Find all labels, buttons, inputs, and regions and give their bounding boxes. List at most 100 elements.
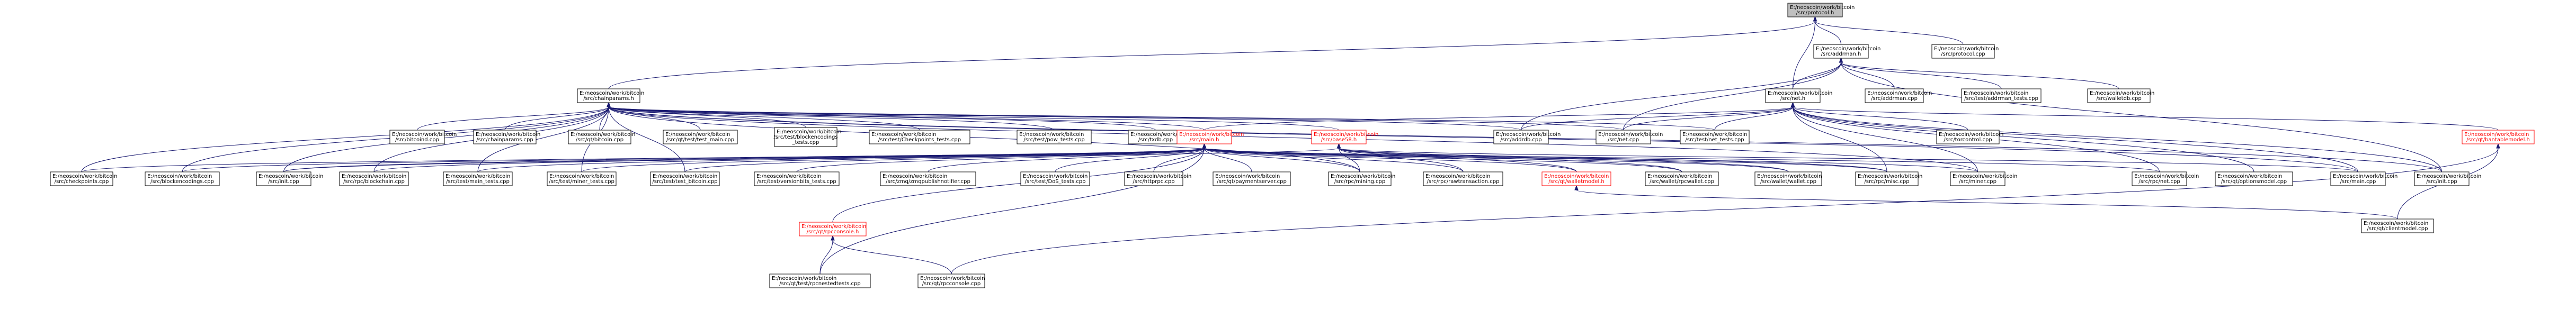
node-label-line: E:/neoscoin/work/bitcoin <box>1757 174 1822 179</box>
edge-line <box>608 106 1360 172</box>
node-label-line: /src/init.cpp <box>268 179 299 185</box>
node-label-line: /src/txdb.cpp <box>1138 137 1173 143</box>
node-box <box>2132 171 2187 186</box>
graph-node-rpcconsole-h[interactable]: E:/neoscoin/work/bitcoin/src/qt/rpcconso… <box>799 222 867 236</box>
node-box <box>1936 130 2000 144</box>
node-box <box>1645 171 1719 186</box>
edge-line <box>1793 106 2442 172</box>
graph-node-base58-h[interactable]: E:/neoscoin/work/bitcoin/src/base58.h <box>1311 130 1378 144</box>
edge-line <box>1339 148 1789 172</box>
edge-addrman_h-to-protocol_h <box>1813 16 1841 45</box>
graph-node-qt-optionsmodel[interactable]: E:/neoscoin/work/bitcoin/src/qt/optionsm… <box>2215 171 2293 186</box>
node-box <box>2087 88 2151 103</box>
edge-line <box>608 21 1815 89</box>
graph-node-torcontrol-cpp[interactable]: E:/neoscoin/work/bitcoin/src/torcontrol.… <box>1936 130 2003 144</box>
graph-node-qt-clientmodel[interactable]: E:/neoscoin/work/bitcoin/src/qt/clientmo… <box>2361 218 2434 233</box>
graph-node-qt-paymentserver[interactable]: E:/neoscoin/work/bitcoin/src/qt/payments… <box>1213 171 1291 186</box>
edge-addrdb_cpp-to-net_h <box>1521 102 1795 131</box>
graph-node-txdb-cpp[interactable]: E:/neoscoin/work/bitcoin/src/txdb.cpp <box>1128 130 1195 144</box>
node-box <box>1765 88 1821 103</box>
edge-line <box>1793 106 1887 172</box>
graph-node-addrman-tests[interactable]: E:/neoscoin/work/bitcoin/src/test/addrma… <box>1961 88 2042 103</box>
edge-arrowhead <box>1202 143 1207 149</box>
graph-node-rpc-blockchain-cpp[interactable]: E:/neoscoin/work/bitcoin/src/rpc/blockch… <box>339 171 409 186</box>
node-label-line: E:/neoscoin/work/bitcoin <box>871 132 936 138</box>
edge-qt_rpcnested-to-main_h <box>819 143 1207 275</box>
node-box <box>799 222 867 236</box>
edge-line <box>819 240 833 275</box>
graph-node-net-tests[interactable]: E:/neoscoin/work/bitcoin/src/test/net_te… <box>1680 130 1750 144</box>
graph-node-protocol-cpp[interactable]: E:/neoscoin/work/bitcoin/src/protocol.cp… <box>1931 44 1999 59</box>
graph-node-test-bitcoin[interactable]: E:/neoscoin/work/bitcoin/src/test/test_b… <box>650 171 720 186</box>
node-box <box>1950 171 2005 186</box>
node-label-line: E:/neoscoin/work/bitcoin <box>1934 46 1999 52</box>
node-label-line: /src/qt/optionsmodel.cpp <box>2221 179 2287 185</box>
edge-line <box>608 106 1978 172</box>
node-box <box>568 130 631 144</box>
edge-line <box>1793 106 1968 131</box>
graph-node-wallet-cpp[interactable]: E:/neoscoin/work/bitcoin/src/wallet/wall… <box>1754 171 1822 186</box>
edge-line <box>1841 62 1895 89</box>
graph-node-blockencodings-cpp[interactable]: E:/neoscoin/work/bitcoin/src/blockencodi… <box>145 171 220 186</box>
graph-node-miner-tests[interactable]: E:/neoscoin/work/bitcoin/src/test/miner_… <box>547 171 617 186</box>
graph-node-protocol-h[interactable]: E:/neoscoin/work/bitcoin/src/protocol.h <box>1787 3 1855 17</box>
graph-node-qt-bitcoin-cpp[interactable]: E:/neoscoin/work/bitcoin/src/qt/bitcoin.… <box>568 130 635 144</box>
graph-node-walletmodel-h[interactable]: E:/neoscoin/work/bitcoin/src/qt/walletmo… <box>1541 171 1611 186</box>
node-box <box>1017 130 1092 144</box>
graph-node-net-cpp[interactable]: E:/neoscoin/work/bitcoin/src/net.cpp <box>1595 130 1663 144</box>
graph-node-net-h[interactable]: E:/neoscoin/work/bitcoin/src/net.h <box>1765 88 1832 103</box>
graph-node-addrman-cpp[interactable]: E:/neoscoin/work/bitcoin/src/addrman.cpp <box>1865 88 1932 103</box>
graph-node-main-h[interactable]: E:/neoscoin/work/bitcoin/src/main.h <box>1176 130 1244 144</box>
node-label-line: /src/qt/test/test_main.cpp <box>666 137 734 143</box>
node-label-line: /src/qt/bitcoin.cpp <box>576 137 623 143</box>
node-box <box>2215 171 2293 186</box>
graph-node-chainparams-h[interactable]: E:/neoscoin/work/bitcoin/src/chainparams… <box>577 88 644 103</box>
node-box <box>473 130 537 144</box>
graph-node-rpc-net-cpp[interactable]: E:/neoscoin/work/bitcoin/src/rpc/net.cpp <box>2132 171 2199 186</box>
graph-node-qt-rpcnested[interactable]: E:/neoscoin/work/bitcoin/src/qt/test/rpc… <box>769 274 871 288</box>
graph-node-init-cpp2[interactable]: E:/neoscoin/work/bitcoin/src/init.cpp <box>2414 171 2481 186</box>
graph-node-chainparams-cpp[interactable]: E:/neoscoin/work/bitcoin/src/chainparams… <box>473 130 540 144</box>
node-label-line: /src/miner.cpp <box>1959 179 1996 185</box>
graph-node-dos-tests[interactable]: E:/neoscoin/work/bitcoin/src/test/DoS_te… <box>1020 171 1090 186</box>
node-label-line: /src/torcontrol.cpp <box>1944 137 1992 143</box>
node-label-line: E:/neoscoin/work/bitcoin <box>2134 174 2199 179</box>
graph-node-rpc-rawtransaction[interactable]: E:/neoscoin/work/bitcoin/src/rpc/rawtran… <box>1423 171 1503 186</box>
graph-node-bantablemodel-h[interactable]: E:/neoscoin/work/bitcoin/src/qt/bantable… <box>2462 130 2535 144</box>
graph-node-qt-rpcconsole-cpp[interactable]: E:/neoscoin/work/bitcoin/src/qt/rpcconso… <box>917 274 985 288</box>
graph-node-versionbits-tests[interactable]: E:/neoscoin/work/bitcoin/src/test/versio… <box>754 171 840 186</box>
graph-node-checkpoints-cpp[interactable]: E:/neoscoin/work/bitcoin/src/checkpoints… <box>50 171 117 186</box>
graph-node-checkpoints-tests[interactable]: E:/neoscoin/work/bitcoin/src/test/Checkp… <box>869 130 970 144</box>
graph-node-zmq-notifier[interactable]: E:/neoscoin/work/bitcoin/src/zmq/zmqpubl… <box>880 171 976 186</box>
edge-line <box>1204 148 1464 172</box>
edge-line <box>1793 106 2254 172</box>
graph-node-httprpc-cpp[interactable]: E:/neoscoin/work/bitcoin/src/httprpc.cpp <box>1124 171 1191 186</box>
graph-node-init-cpp[interactable]: E:/neoscoin/work/bitcoin/src/init.cpp <box>256 171 323 186</box>
graph-node-blockencodings-tests[interactable]: E:/neoscoin/work/bitcoin/src/test/blocke… <box>773 127 841 147</box>
graph-node-rpc-mining-cpp[interactable]: E:/neoscoin/work/bitcoin/src/rpc/mining.… <box>1328 171 1395 186</box>
graph-node-bitcoind-cpp[interactable]: E:/neoscoin/work/bitcoin/src/bitcoind.cp… <box>389 130 457 144</box>
node-box <box>547 171 617 186</box>
node-label-line: /src/qt/clientmodel.cpp <box>2367 226 2428 232</box>
node-label-line: E:/neoscoin/work/bitcoin <box>1598 132 1663 138</box>
graph-node-addrman-h[interactable]: E:/neoscoin/work/bitcoin/src/addrman.h <box>1813 44 1880 59</box>
graph-node-main-tests[interactable]: E:/neoscoin/work/bitcoin/src/test/main_t… <box>443 171 513 186</box>
edge-httprpc_cpp-to-main_h <box>1153 143 1207 172</box>
graph-node-rpc-misc-cpp[interactable]: E:/neoscoin/work/bitcoin/src/rpc/misc.cp… <box>1855 171 1922 186</box>
node-label-line: /src/test/DoS_tests.cpp <box>1025 179 1086 185</box>
graph-node-pow-tests[interactable]: E:/neoscoin/work/bitcoin/src/test/pow_te… <box>1017 130 1092 144</box>
node-box <box>880 171 976 186</box>
graph-node-miner-cpp[interactable]: E:/neoscoin/work/bitcoin/src/miner.cpp <box>1950 171 2017 186</box>
graph-node-walletdb-cpp[interactable]: E:/neoscoin/work/bitcoin/src/walletdb.cp… <box>2087 88 2154 103</box>
graph-node-rpcwallet-cpp[interactable]: E:/neoscoin/work/bitcoin/src/wallet/rpcw… <box>1645 171 1719 186</box>
edge-line <box>1339 148 1360 172</box>
graph-node-qt-test-main[interactable]: E:/neoscoin/work/bitcoin/src/qt/test/tes… <box>663 130 738 144</box>
graph-node-main-cpp[interactable]: E:/neoscoin/work/bitcoin/src/main.cpp <box>2330 171 2397 186</box>
node-label-line: E:/neoscoin/work/bitcoin <box>1496 132 1561 138</box>
node-label-line: /src/base58.h <box>1321 137 1357 143</box>
edge-line <box>1521 62 1841 131</box>
node-label-line: E:/neoscoin/work/bitcoin <box>920 276 985 281</box>
node-label-line: E:/neoscoin/work/bitcoin <box>1953 174 2017 179</box>
graph-node-addrdb-cpp[interactable]: E:/neoscoin/work/bitcoin/src/addrdb.cpp <box>1493 130 1561 144</box>
